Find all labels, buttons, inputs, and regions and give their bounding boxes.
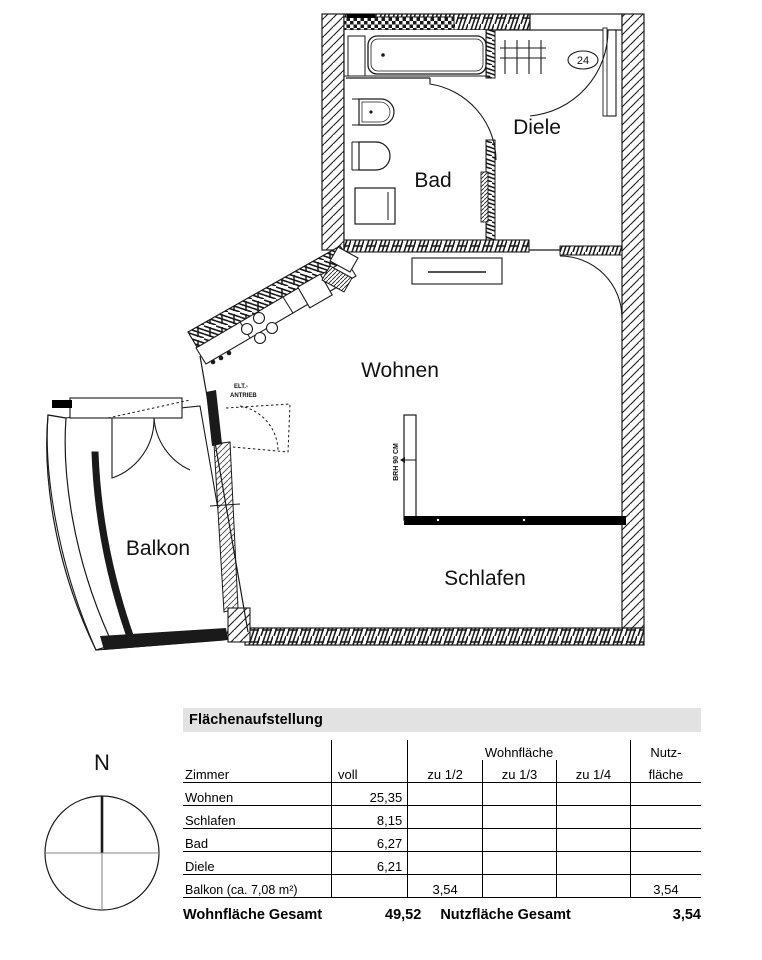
row-nutz: [629, 851, 701, 874]
header-nutz-line2: fläche: [629, 760, 701, 782]
row-third: [482, 828, 557, 851]
balcony-railing: [209, 441, 241, 613]
living-room-door: [559, 245, 623, 319]
washing-machine-fixture: [354, 187, 396, 225]
kitchen-area: ELT.- ANTRIEB: [187, 245, 359, 453]
total-nutzflaeche-label: Nutzfläche Gesamt: [440, 906, 571, 923]
header-spacer-voll: [330, 740, 408, 760]
row-quarter: [555, 805, 631, 828]
header-nutz-line1: Nutz-: [629, 740, 701, 760]
table-row: Balkon (ca. 7,08 m²) 3,54 3,54: [183, 874, 701, 897]
table-row: Schlafen 8,15: [183, 805, 701, 828]
row-third: [482, 805, 557, 828]
compass-svg: [44, 795, 160, 911]
row-nutz: [629, 805, 701, 828]
table-header-row: Zimmer voll zu 1/2 zu 1/3 zu 1/4 fläche: [183, 760, 701, 782]
header-quarter: zu 1/4: [555, 760, 631, 782]
bathroom-area: [343, 29, 497, 251]
row-voll: [330, 874, 408, 897]
coat-rack-icon: [500, 40, 546, 74]
electric-drive-marker: ELT.- ANTRIEB: [221, 384, 291, 453]
balcony-door: [107, 399, 191, 479]
row-voll: 6,27: [330, 828, 408, 851]
row-nutz: 3,54: [629, 874, 701, 897]
row-room: Schlafen: [185, 812, 236, 828]
row-third: [482, 782, 557, 805]
row-half: [407, 782, 483, 805]
room-label-schlafen: Schlafen: [444, 567, 526, 590]
electric-drive-label-2: ANTRIEB: [230, 393, 257, 399]
row-third: [482, 874, 557, 897]
area-table-title-band: Flächenaufstellung: [183, 708, 701, 732]
room-label-bad: Bad: [414, 169, 451, 192]
row-quarter: [555, 851, 631, 874]
row-half: [407, 851, 483, 874]
cooktop-icon: [240, 311, 279, 345]
row-third: [482, 851, 557, 874]
area-table-title: Flächenaufstellung: [189, 712, 323, 728]
room-label-balkon: Balkon: [126, 537, 190, 560]
header-group-wohnflaeche: Wohnfläche: [407, 740, 631, 760]
header-room: Zimmer: [185, 766, 230, 782]
row-voll: 25,35: [330, 782, 408, 805]
floorplan-drawing: 24: [46, 13, 645, 651]
kitchen-sink-icon: [296, 273, 334, 309]
area-table: Wohnfläche Nutz- Zimmer voll zu 1/2 zu 1…: [183, 740, 701, 898]
area-table-section: Flächenaufstellung Wohnfläche Nutz- Zimm…: [183, 708, 701, 923]
bathroom-door: [346, 77, 497, 161]
electric-drive-label-1: ELT.-: [234, 384, 248, 390]
row-room: Bad: [185, 835, 209, 851]
row-nutz: [629, 782, 701, 805]
header-half: zu 1/2: [407, 760, 483, 782]
row-nutz: [629, 828, 701, 851]
area-summary-panel: N Flächenaufstellung Wohnfläche Nutz- Zi…: [0, 700, 762, 960]
bathtub-fixture: [367, 35, 487, 75]
room-label-diele: Diele: [513, 116, 561, 139]
compass-north-label: N: [94, 750, 110, 775]
floorplan-svg: 24: [46, 13, 645, 651]
entrance-door: [529, 27, 617, 117]
parapet-window: BRH 90 CM: [393, 414, 417, 521]
row-room: Diele: [185, 858, 215, 874]
total-nutzflaeche-value: 3,54: [672, 906, 701, 923]
room-label-wohnen: Wohnen: [361, 359, 439, 382]
row-half: [407, 828, 483, 851]
row-room: Balkon (ca. 7,08 m²): [185, 882, 298, 897]
header-spacer-room: [183, 740, 331, 760]
total-wohnflaeche-label: Wohnfläche Gesamt: [183, 906, 323, 923]
door-number-text: 24: [577, 55, 589, 67]
row-room: Wohnen: [185, 789, 234, 805]
drainboard-icon: [321, 265, 353, 293]
total-wohnflaeche-value: 49,52: [385, 906, 422, 923]
table-header-group-row: Wohnfläche Nutz-: [183, 740, 701, 760]
hall-area: 24: [343, 27, 623, 319]
compass-rose: N: [22, 750, 182, 920]
sink-fixture: [352, 98, 395, 126]
row-half: [407, 805, 483, 828]
row-quarter: [555, 874, 631, 897]
totals-row: Wohnfläche Gesamt 49,52 Nutzfläche Gesam…: [183, 907, 701, 923]
table-row: Wohnen 25,35: [183, 782, 701, 805]
row-voll: 6,21: [330, 851, 408, 874]
stove-knobs-icon: [210, 350, 232, 365]
row-quarter: [555, 782, 631, 805]
table-row: Bad 6,27: [183, 828, 701, 851]
parapet-height-label: BRH 90 CM: [393, 443, 400, 481]
row-voll: 8,15: [330, 805, 408, 828]
room-divider-bar: [404, 516, 626, 525]
door-number-badge: 24: [567, 50, 599, 70]
room-labels: Diele Bad Wohnen Schlafen Balkon: [126, 116, 561, 590]
header-third: zu 1/3: [482, 760, 557, 782]
living-sleeping-area: BRH 90 CM: [199, 257, 626, 633]
row-quarter: [555, 828, 631, 851]
header-voll: voll: [330, 760, 408, 782]
balcony-area: [46, 390, 251, 651]
row-half: 3,54: [407, 874, 483, 897]
table-row: Diele 6,21: [183, 851, 701, 874]
wardrobe-icon: [411, 257, 503, 285]
toilet-fixture: [351, 141, 391, 171]
